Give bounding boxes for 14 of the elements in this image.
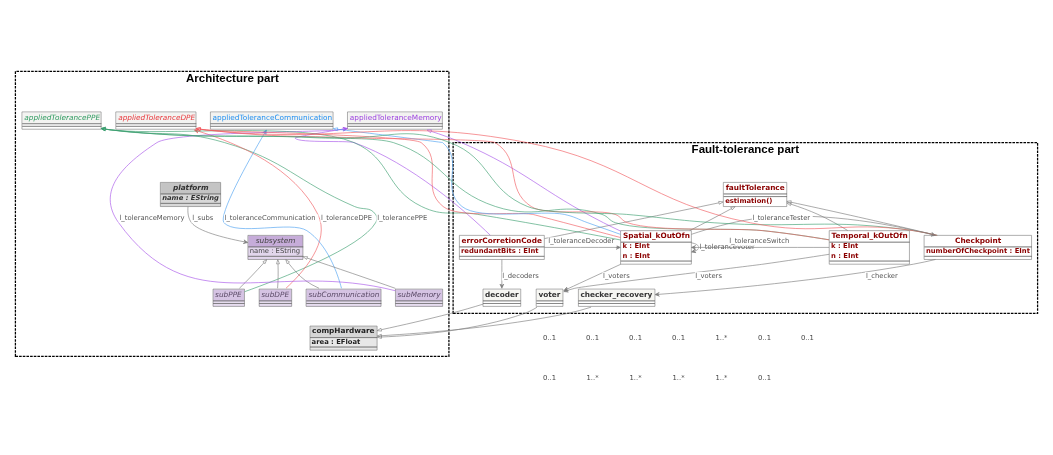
arrow: [544, 201, 724, 239]
arrow: [376, 306, 592, 338]
arrow: [239, 259, 268, 289]
arrow: [302, 256, 396, 289]
arrow: [499, 259, 505, 289]
arrow: [689, 206, 736, 231]
arrow: [376, 306, 538, 339]
arrow: [544, 245, 621, 250]
arrow: [426, 129, 621, 232]
arrow: [786, 202, 849, 231]
arrow: [276, 259, 280, 289]
arrow: [285, 259, 320, 289]
arrow: [187, 206, 249, 244]
arrow: [691, 242, 699, 253]
